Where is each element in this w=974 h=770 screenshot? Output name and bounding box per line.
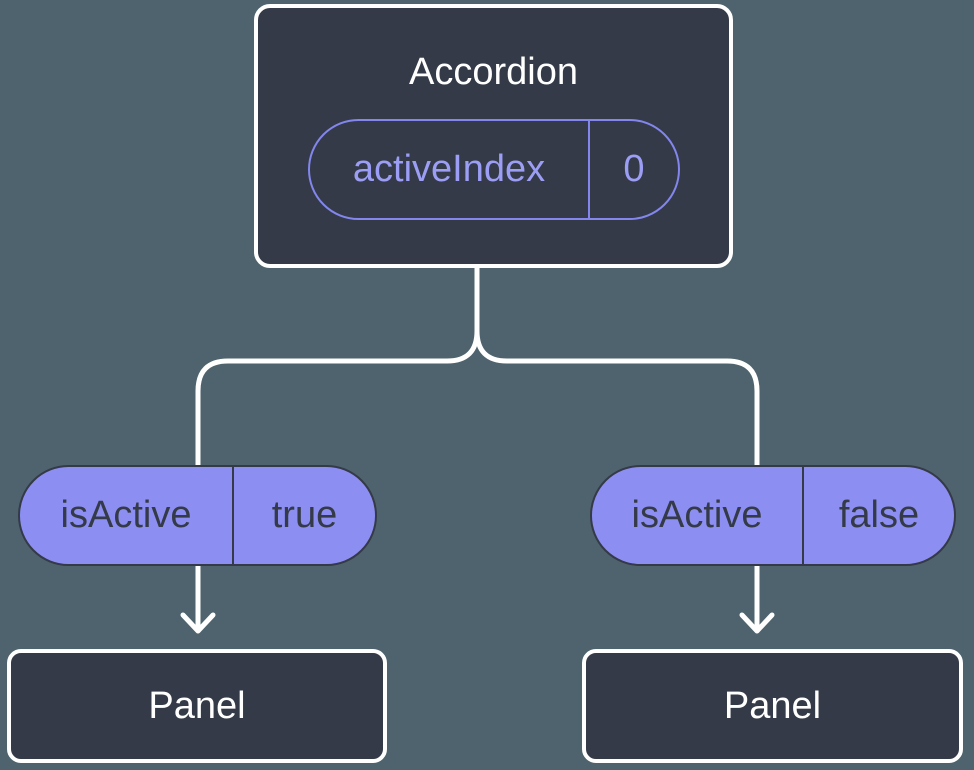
accordion-node-title: Accordion xyxy=(409,51,578,93)
prop-value: true xyxy=(271,494,338,536)
state-name: activeIndex xyxy=(310,121,590,218)
prop-pill-right: isActive false xyxy=(590,465,956,566)
arrowhead-left-icon xyxy=(180,612,216,634)
prop-value: false xyxy=(838,494,920,536)
state-pill: activeIndex 0 xyxy=(308,119,680,220)
panel-node-right: Panel xyxy=(582,649,963,763)
prop-name: isActive xyxy=(592,467,804,564)
prop-name: isActive xyxy=(20,467,234,564)
panel-node-title: Panel xyxy=(148,684,246,727)
connector-left-branch xyxy=(195,259,480,631)
panel-node-title: Panel xyxy=(723,684,822,727)
state-value: 0 xyxy=(623,148,645,190)
panel-node-left: Panel xyxy=(7,649,387,763)
prop-pill-left: isActive true xyxy=(18,465,377,566)
arrowhead-right-icon xyxy=(739,612,775,634)
accordion-node: Accordion activeIndex 0 xyxy=(254,4,733,268)
connector-right-branch xyxy=(474,328,760,631)
